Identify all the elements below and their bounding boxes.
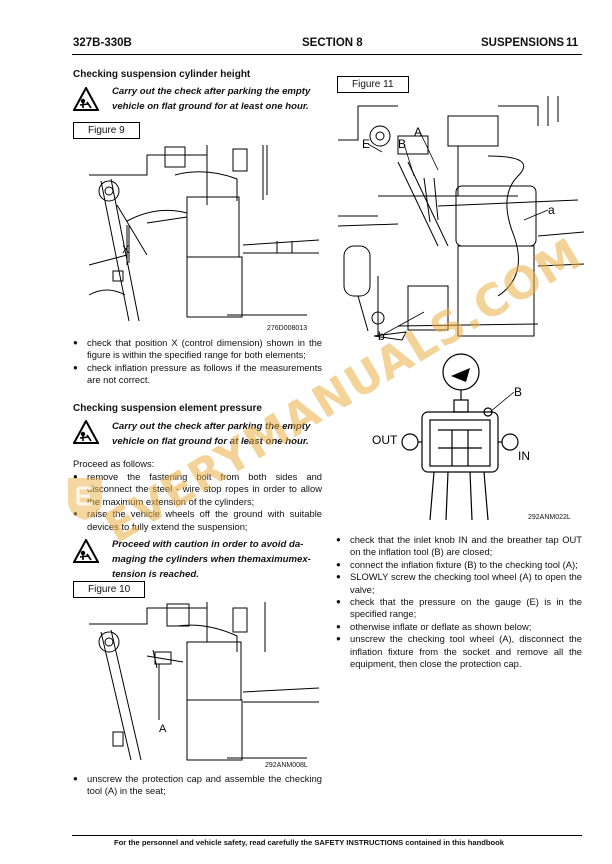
section-title: SECTION 8	[302, 37, 363, 49]
figure-code: 276D008013	[267, 325, 308, 332]
figure-9-illustration: X	[88, 145, 319, 322]
doc-code: 327B-330B	[73, 37, 132, 49]
figure-code: 292ANM008L	[265, 762, 308, 769]
svg-text:A: A	[159, 723, 167, 735]
warning-triangle-icon	[73, 87, 99, 111]
svg-text:X: X	[122, 244, 130, 256]
header-rule	[72, 54, 582, 55]
list-item: check inflation pressure as follows if t…	[73, 362, 322, 387]
svg-text:B: B	[514, 385, 522, 399]
warning-triangle-icon	[73, 539, 99, 563]
svg-text:A: A	[414, 125, 422, 139]
watermark-logo-icon	[68, 478, 102, 520]
svg-text:OUT: OUT	[372, 433, 398, 447]
list-item: remove the fastening bolt from both side…	[73, 471, 322, 508]
list-item: unscrew the checking tool wheel (A), dis…	[336, 633, 582, 670]
svg-text:a: a	[548, 203, 555, 217]
figure-10-illustration: A	[89, 602, 319, 761]
list-item: unscrew the protection cap and assemble …	[73, 773, 322, 798]
figure-label: Figure 10	[73, 581, 146, 598]
list-item: check that the inlet knob IN and the bre…	[336, 534, 582, 559]
warning-note: Carry out the check after parking the em…	[112, 86, 311, 112]
footer-note: For the personnel and vehicle safety, re…	[114, 838, 505, 847]
footer-rule	[72, 835, 582, 836]
figure-11-illustration: E B A a b B OUT IN	[338, 96, 584, 520]
svg-text:b: b	[378, 329, 385, 343]
figure-code: 292ANM022L	[528, 514, 571, 521]
chapter-title: SUSPENSIONS	[481, 37, 565, 49]
warning-note: Carry out the check after parking the em…	[112, 421, 311, 447]
bullet-list-4: check that the inlet knob IN and the bre…	[336, 534, 582, 670]
svg-text:E: E	[362, 137, 370, 151]
figure-label: Figure 9	[73, 122, 140, 139]
bullet-list-1: check that position X (control dimension…	[73, 337, 322, 387]
warning-triangle-icon	[73, 420, 99, 444]
proceed-text: Proceed as follows:	[73, 458, 155, 469]
list-item: SLOWLY screw the checking tool wheel (A)…	[336, 571, 582, 596]
warning-note: Proceed with caution in order to avoid d…	[112, 539, 311, 580]
list-item: check that position X (control dimension…	[73, 337, 322, 362]
svg-text:B: B	[398, 137, 406, 151]
figure-label: Figure 11	[337, 76, 409, 93]
section-heading: Checking suspension cylinder height	[73, 69, 251, 80]
svg-text:IN: IN	[518, 449, 530, 463]
bullet-list-3: unscrew the protection cap and assemble …	[73, 773, 322, 798]
list-item: otherwise inflate or deflate as shown be…	[336, 621, 582, 634]
list-item: connect the inflation fixture (B) to the…	[336, 559, 582, 572]
section-heading: Checking suspension element pressure	[73, 403, 262, 414]
list-item: check that the pressure on the gauge (E)…	[336, 596, 582, 621]
page-number: 11	[566, 37, 579, 49]
